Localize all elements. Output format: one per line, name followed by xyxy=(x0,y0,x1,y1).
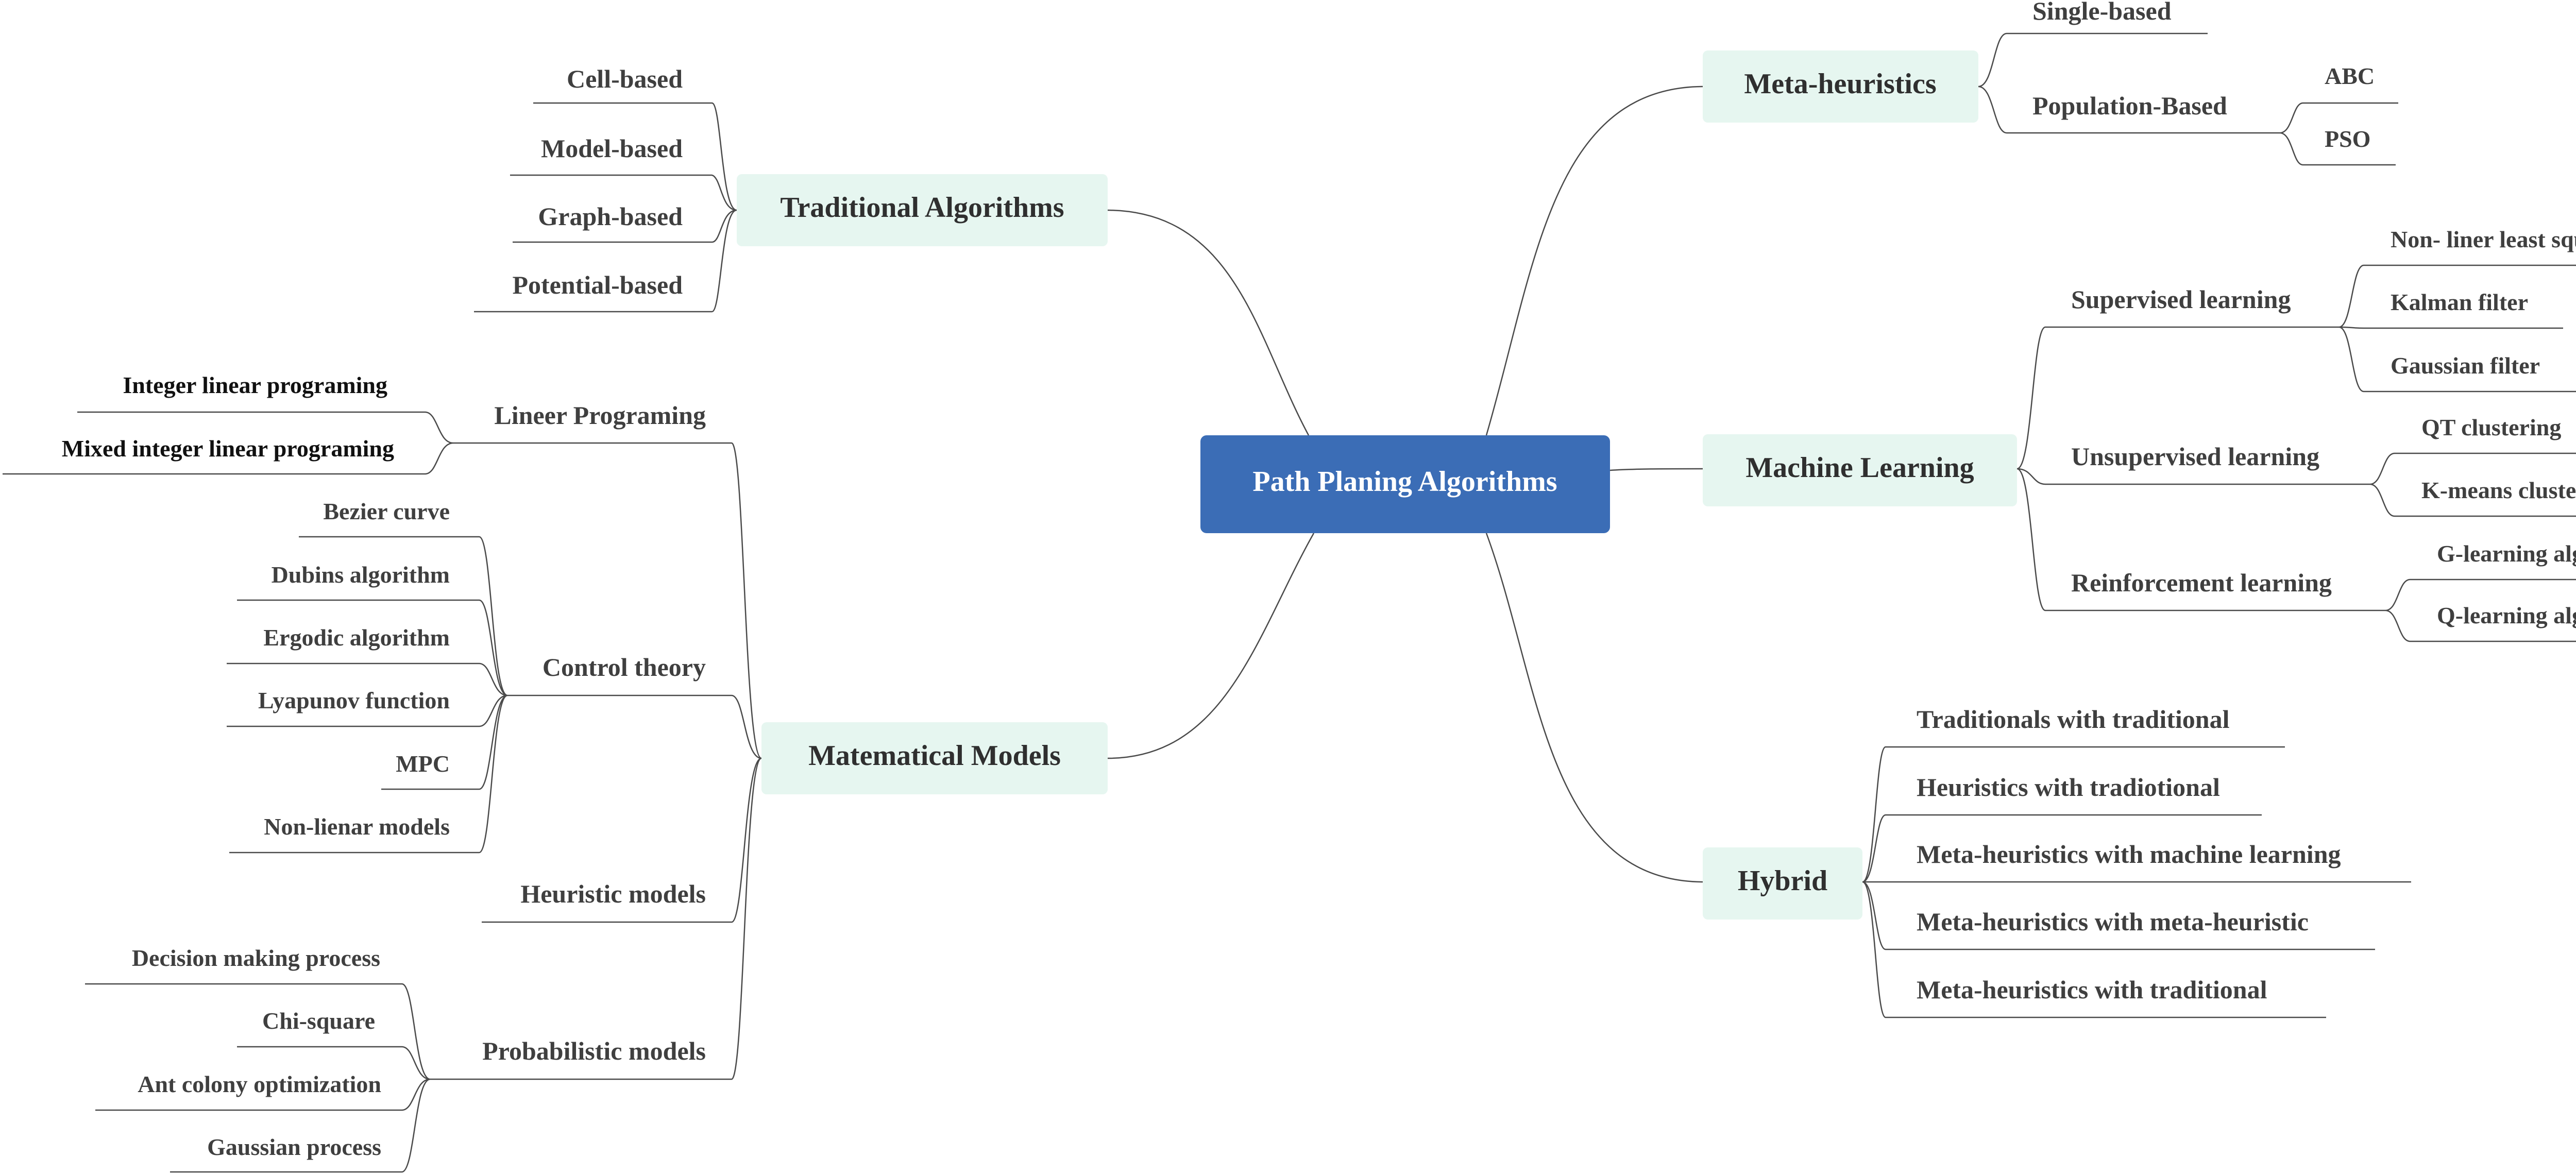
edge-root-traditional xyxy=(1107,209,1310,436)
unsupervised-label: Unsupervised learning xyxy=(2071,442,2319,471)
topic-boxes xyxy=(737,50,2017,920)
hybrid-node-box[interactable] xyxy=(1703,847,1862,920)
edge-control-branch xyxy=(479,536,508,854)
connector-lines xyxy=(3,32,2576,1173)
edge-meta-branch xyxy=(1978,32,2007,134)
single-based-label: Single-based xyxy=(2032,0,2172,25)
unsupervised-item: K-means clustering xyxy=(2421,477,2576,503)
supervised-item: Gaussian filter xyxy=(2391,352,2540,379)
lineer-item: Mixed integer linear programing xyxy=(62,435,394,462)
supervised-item: Non- liner least square xyxy=(2391,226,2576,252)
lineer-programing-label: Lineer Programing xyxy=(494,401,706,430)
labels: Path Planing Algorithms Traditional Algo… xyxy=(62,0,2576,1160)
edge-root-ml xyxy=(1609,468,1703,471)
population-based-label: Population-Based xyxy=(2032,91,2227,120)
control-item: Bezier curve xyxy=(323,498,450,524)
edge-root-matematical xyxy=(1107,533,1315,759)
meta-title: Meta-heuristics xyxy=(1744,68,1936,100)
control-item: Non-lienar models xyxy=(264,813,450,840)
lineer-item: Integer linear programing xyxy=(123,372,387,398)
hybrid-item: Meta-heuristics with traditional xyxy=(1917,975,2267,1004)
reinforcement-item: G-learning algorithm xyxy=(2437,540,2576,567)
hybrid-item: Meta-heuristics with meta-heuristic xyxy=(1917,907,2309,936)
heuristic-models-label: Heuristic models xyxy=(520,879,706,908)
traditional-item: Potential-based xyxy=(512,270,683,299)
root-node-box[interactable] xyxy=(1200,435,1610,533)
reinforcement-item: Q-learning algorithm xyxy=(2437,602,2576,628)
probabilistic-item: Gaussian process xyxy=(207,1134,381,1160)
ml-node-box[interactable] xyxy=(1703,434,2017,506)
matematical-node-box[interactable] xyxy=(761,722,1108,794)
reinforcement-label: Reinforcement learning xyxy=(2071,568,2332,597)
probabilistic-item: Chi-square xyxy=(262,1008,375,1034)
control-item: Dubins algorithm xyxy=(272,562,450,588)
supervised-label: Supervised learning xyxy=(2071,285,2291,314)
edge-root-hybrid xyxy=(1485,533,1703,883)
edge-unsupervised-branch xyxy=(2369,452,2395,517)
edge-mat-branch xyxy=(731,442,762,1080)
edge-traditional-branch xyxy=(711,102,737,313)
matematical-title: Matematical Models xyxy=(808,740,1061,772)
probabilistic-item: Decision making process xyxy=(132,945,380,971)
traditional-title: Traditional Algorithms xyxy=(780,192,1064,224)
traditional-item: Graph-based xyxy=(538,202,683,231)
edge-hybrid-branch xyxy=(1862,746,1886,1018)
hybrid-item: Meta-heuristics with machine learning xyxy=(1917,840,2341,869)
edge-population-branch xyxy=(2279,102,2303,166)
probabilistic-item: Ant colony optimization xyxy=(138,1071,381,1097)
control-item: MPC xyxy=(396,751,450,777)
population-item: ABC xyxy=(2325,63,2375,89)
root-title: Path Planing Algorithms xyxy=(1252,466,1557,498)
hybrid-title: Hybrid xyxy=(1738,865,1827,897)
edge-prob-branch xyxy=(401,983,431,1173)
edge-lineer-branch xyxy=(425,411,454,475)
control-item: Lyapunov function xyxy=(258,687,450,713)
traditional-item: Cell-based xyxy=(567,64,683,93)
ml-title: Machine Learning xyxy=(1745,452,1974,484)
probabilistic-models-label: Probabilistic models xyxy=(482,1036,706,1065)
traditional-node-box[interactable] xyxy=(737,174,1108,246)
control-theory-label: Control theory xyxy=(543,653,706,682)
hybrid-item: Heuristics with tradiotional xyxy=(1917,773,2220,802)
population-item: PSO xyxy=(2325,126,2370,152)
edge-reinforcement-branch xyxy=(2385,579,2411,642)
meta-node-box[interactable] xyxy=(1703,50,1978,123)
hybrid-item: Traditionals with traditional xyxy=(1917,705,2230,734)
control-item: Ergodic algorithm xyxy=(263,624,450,651)
supervised-item: Kalman filter xyxy=(2391,289,2528,315)
traditional-item: Model-based xyxy=(541,134,683,163)
unsupervised-item: QT clustering xyxy=(2421,414,2561,440)
edge-root-meta xyxy=(1485,86,1703,436)
edge-ml-branch xyxy=(2016,326,2046,611)
edge-supervised-branch xyxy=(2338,264,2364,393)
